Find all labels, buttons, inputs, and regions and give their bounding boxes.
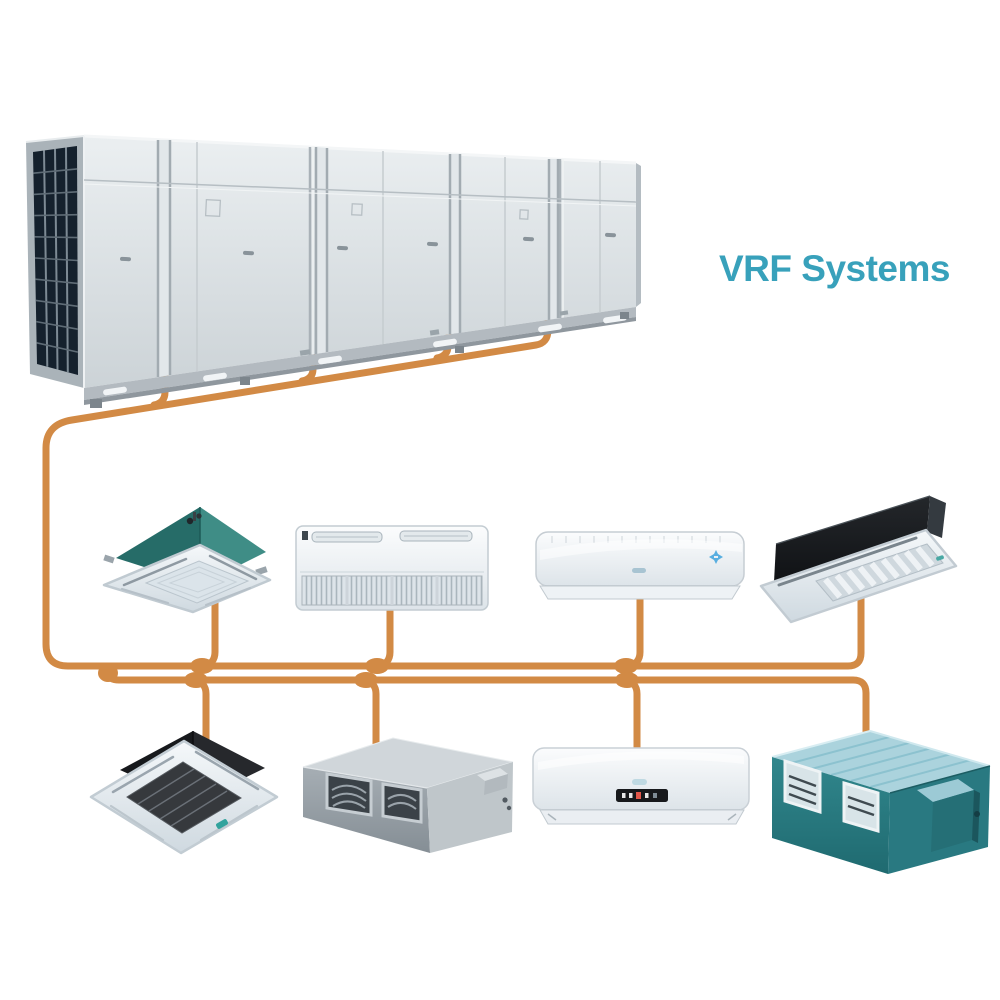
pipe-stub	[506, 805, 512, 811]
panel-trim-posts	[156, 140, 560, 377]
display-icons	[622, 792, 657, 799]
diagram-title: VRF Systems	[719, 248, 951, 289]
one-way-grille-slats	[823, 546, 935, 599]
unit-feet	[90, 312, 629, 408]
indoor-drop-pipe-wall-split	[624, 584, 644, 670]
grille-dividers	[345, 576, 439, 605]
top-face-ribs	[791, 735, 971, 788]
indoor-unit-wall-split-middle	[535, 531, 745, 600]
cassette-center-grille	[144, 560, 250, 604]
door-handles	[120, 232, 616, 262]
mounting-tab	[103, 554, 115, 564]
indoor-unit-ducted-gray	[302, 737, 514, 853]
brand-logo	[632, 779, 647, 785]
cassette-corner-vents	[109, 750, 260, 842]
bottom-flap	[539, 585, 741, 600]
cassette-corner-vents	[120, 554, 258, 607]
brand-logo	[936, 555, 944, 561]
one-way-chassis-front	[774, 496, 930, 582]
pipe-branch-joints	[98, 658, 639, 688]
outdoor-right-cap	[636, 163, 641, 307]
brand-mark	[302, 531, 308, 540]
indoor-unit-wall-split-bottom	[532, 747, 750, 825]
coil-grid-rows	[33, 168, 79, 353]
electrical-box	[477, 768, 508, 795]
base-brackets	[299, 310, 569, 356]
airflow-indicator-icon	[709, 550, 723, 564]
refrigerant-piping	[42, 308, 870, 769]
branch-pipe-wall-split-bottom	[621, 676, 641, 759]
indoor-unit-ceiling-floor-convertible	[295, 525, 489, 611]
fan-inlet-left	[783, 758, 822, 815]
outdoor-unit-bank	[25, 134, 641, 408]
pipe-stub	[502, 797, 508, 803]
main-refrigerant-trunk-pipe	[42, 308, 865, 670]
side-duct-box	[917, 779, 980, 852]
cassette-mesh-grille	[126, 761, 242, 834]
indoor-unit-four-way-cassette-teal	[102, 507, 272, 614]
brand-logo	[632, 568, 646, 573]
fan-inlet-right	[842, 780, 880, 834]
indoor-unit-one-way-cassette	[759, 495, 958, 624]
pipe-fittings	[186, 512, 202, 525]
indoor-unit-ducted-teal	[771, 730, 991, 874]
base-rail-lip	[84, 317, 636, 405]
mesh-streaks	[137, 768, 228, 827]
one-way-chassis-side	[927, 496, 946, 538]
panel-labels	[204, 198, 529, 220]
outdoor-front-face	[84, 136, 636, 388]
display-strip	[616, 789, 668, 802]
brand-logo	[216, 819, 228, 829]
bottom-flap	[539, 809, 745, 825]
fan-inlet-left	[325, 772, 373, 817]
air-vane-slot	[777, 536, 918, 587]
fan-inlet-right	[381, 782, 423, 824]
indoor-unit-four-way-cassette-black	[89, 731, 279, 855]
